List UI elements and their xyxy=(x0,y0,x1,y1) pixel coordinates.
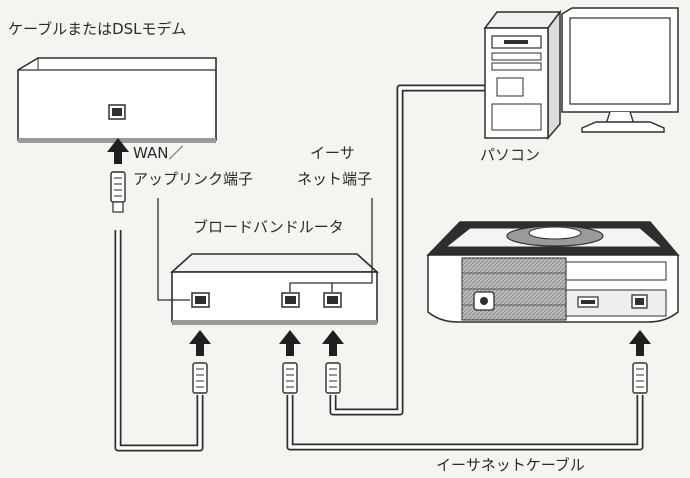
cable-dsl-modem xyxy=(17,57,217,143)
callout-ethernet-ports xyxy=(289,198,373,292)
plug-console-end xyxy=(632,362,648,394)
wan-port-label-line1: WAN／ xyxy=(133,144,184,162)
pc-monitor xyxy=(561,7,679,133)
arrow-to-modem xyxy=(107,138,129,164)
modem-wan-port xyxy=(108,104,126,120)
pc-label: パソコン xyxy=(480,146,541,164)
router-lan-port-2 xyxy=(323,292,342,308)
broadband-router xyxy=(169,253,380,325)
wan-port-label-line2: アップリンク端子 xyxy=(133,170,254,188)
ethernet-port-label-line1: イーサ xyxy=(310,144,355,162)
ethernet-cable-label: イーサネットケーブル xyxy=(436,456,585,474)
callout-wan-port xyxy=(157,198,190,301)
router-wan-port xyxy=(191,292,210,308)
cable-router-to-pc xyxy=(329,84,485,416)
arrow-to-console xyxy=(629,330,651,356)
cable-router-to-game-console xyxy=(286,395,644,451)
console-power-port xyxy=(473,291,495,311)
plug-modem-end xyxy=(110,171,126,213)
cable-modem-to-router xyxy=(114,230,204,452)
plug-router-wan-end xyxy=(192,362,208,394)
console-usb-port xyxy=(577,296,599,308)
game-console xyxy=(426,221,680,323)
modem-label: ケーブルまたはDSLモデム xyxy=(8,20,187,38)
console-ethernet-port xyxy=(631,294,648,309)
arrow-to-router-lan-2 xyxy=(322,330,344,356)
pc-tower xyxy=(483,9,562,141)
plug-router-lan-1-end xyxy=(282,362,298,394)
plug-router-lan-2-end xyxy=(325,362,341,394)
arrow-to-router-wan xyxy=(189,330,211,356)
arrow-to-router-lan-1 xyxy=(279,330,301,356)
router-label: ブロードバンドルータ xyxy=(193,218,344,236)
ethernet-port-label-line2: ネット端子 xyxy=(297,170,373,188)
router-lan-port-1 xyxy=(281,292,300,308)
